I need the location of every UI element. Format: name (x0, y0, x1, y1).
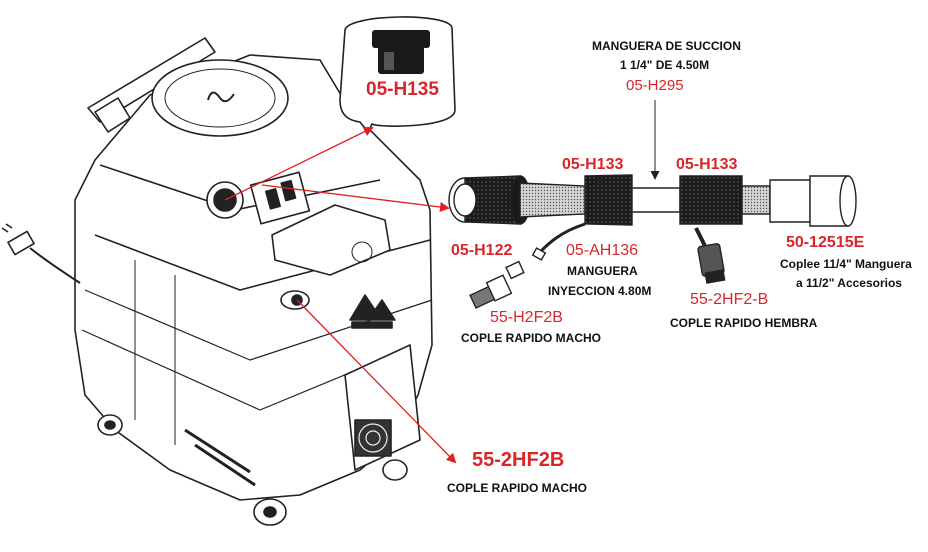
label-05-h135: 05-H135 (366, 79, 439, 100)
label-coupler-desc-1: Coplee 11/4" Manguera (780, 257, 912, 271)
power-cord (29, 247, 81, 284)
label-05-h122: 05-H122 (451, 242, 513, 259)
coupler-50-12515e (769, 175, 857, 227)
label-55-2hf2b: 55-2HF2B (472, 449, 565, 471)
mountain-logo (349, 294, 396, 321)
label-coupler-desc-2: a 11/2" Accesorios (796, 276, 902, 290)
female-quick-coupler (694, 227, 726, 284)
male-quick-coupler (469, 260, 525, 309)
h135-callout (339, 16, 456, 134)
label-05-h295: 05-H295 (626, 77, 684, 94)
injection-hose (538, 222, 586, 254)
label-50-12515e: 50-12515E (786, 234, 865, 251)
wheels (97, 414, 408, 526)
tank-window (271, 204, 391, 276)
label-male-coupler-top: COPLE RAPIDO MACHO (461, 331, 602, 345)
label-05-h133-left: 05-H133 (562, 156, 624, 173)
hose-assembly (448, 174, 857, 309)
cuff-h122 (448, 175, 531, 225)
label-male-coupler-bottom: COPLE RAPIDO MACHO (447, 481, 588, 495)
cuff-adapter-icon (372, 30, 430, 74)
label-injection-hose: MANGUERA (567, 264, 638, 278)
label-05-ah136: 05-AH136 (566, 242, 639, 259)
label-suction-hose-size: 1 1/4" DE 4.50M (620, 58, 710, 72)
label-05-h133-right: 05-H133 (676, 156, 738, 173)
label-injection-hose-size: INYECCION 4.80M (548, 284, 652, 298)
label-female-coupler: COPLE RAPIDO HEMBRA (670, 316, 818, 330)
label-55-2hf2-b: 55-2HF2-B (690, 291, 769, 308)
arrows (224, 127, 457, 464)
extractor-machine (1, 37, 433, 526)
swivel-h133-1 (584, 174, 633, 226)
fan-grille (354, 419, 392, 457)
label-55-h2f2b: 55-H2F2B (490, 309, 563, 326)
label-suction-hose-title: MANGUERA DE SUCCION (592, 39, 741, 53)
swivel-h133-2 (679, 175, 743, 225)
